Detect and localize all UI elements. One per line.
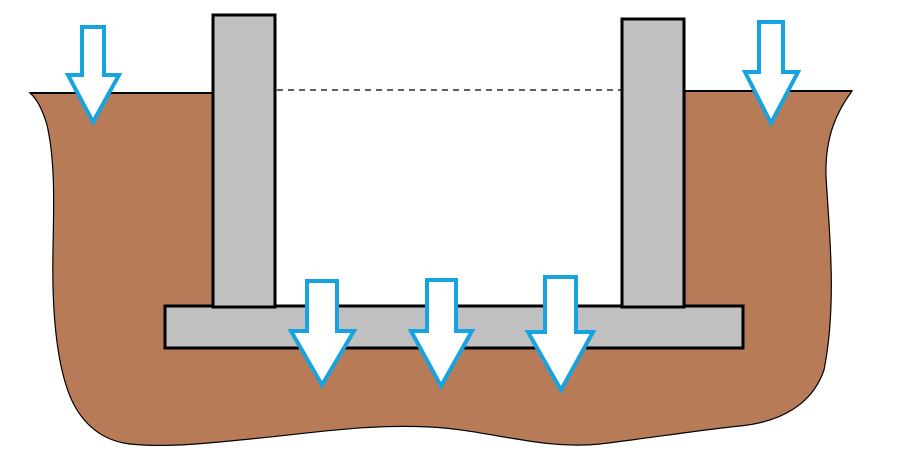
soil-mass: [28, 90, 854, 447]
down-arrow-icon: [287, 279, 358, 389]
down-arrow-icon: [64, 25, 123, 127]
left-wall: [211, 13, 277, 309]
down-arrow-icon: [741, 20, 802, 128]
pressure-arrows: [64, 20, 802, 395]
right-wall: [620, 17, 686, 309]
down-arrow-icon: [407, 278, 476, 391]
down-arrow-icon: [524, 275, 597, 395]
